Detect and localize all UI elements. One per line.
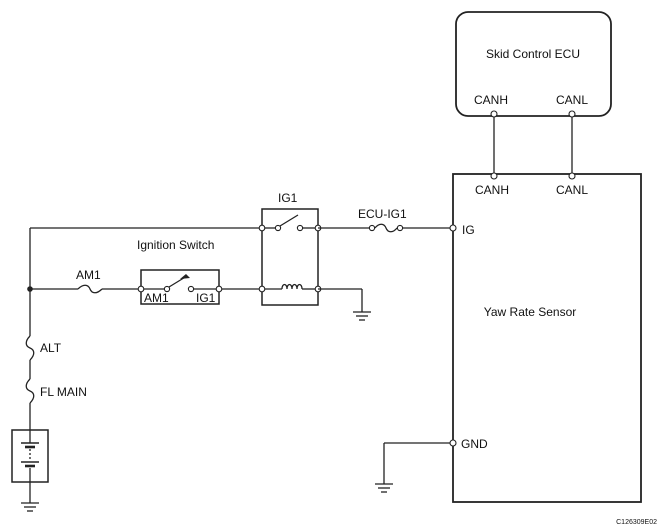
sensor-gnd-terminal bbox=[449, 439, 457, 447]
switch-ig1-pin-label: IG1 bbox=[196, 291, 216, 305]
fl-main-fuse-label: FL MAIN bbox=[40, 385, 87, 399]
ecu-ig1-fuse-symbol bbox=[374, 223, 398, 233]
relay-contact-arm bbox=[279, 214, 299, 227]
sensor-gnd-label: GND bbox=[461, 437, 488, 451]
switch-terminal-right bbox=[215, 285, 223, 293]
relay-coil-symbol bbox=[281, 283, 303, 290]
ecu-ig1-fuse-label: ECU-IG1 bbox=[358, 207, 407, 221]
ignition-switch-key-icon bbox=[180, 274, 190, 279]
ignition-switch-title: Ignition Switch bbox=[137, 238, 214, 252]
relay-terminal-bottom-left bbox=[258, 285, 266, 293]
relay-terminal-top-left bbox=[258, 224, 266, 232]
sensor-canl-terminal bbox=[568, 172, 576, 180]
alt-fuse-symbol bbox=[25, 335, 35, 361]
yaw-rate-sensor-title: Yaw Rate Sensor bbox=[484, 305, 577, 319]
switch-terminal-left bbox=[137, 285, 145, 293]
ecu-canl-label: CANL bbox=[556, 93, 588, 107]
ig1-relay-label: IG1 bbox=[278, 191, 298, 205]
ecu-canl-terminal bbox=[568, 110, 576, 118]
bus-junction-dot bbox=[27, 286, 33, 292]
sensor-canh-label: CANH bbox=[475, 183, 509, 197]
am1-fuse-label: AM1 bbox=[76, 268, 101, 282]
sensor-canl-label: CANL bbox=[556, 183, 588, 197]
figure-code: C126309E02 bbox=[616, 519, 657, 526]
ecu-canh-label: CANH bbox=[474, 93, 508, 107]
sensor-canh-terminal bbox=[490, 172, 498, 180]
am1-fuse-symbol bbox=[77, 284, 103, 294]
relay-contact-terminal-left bbox=[274, 224, 282, 232]
ig1-relay-box bbox=[261, 208, 319, 306]
yaw-rate-sensor-box bbox=[452, 173, 642, 503]
relay-contact-terminal-right bbox=[296, 224, 304, 232]
skid-control-ecu-title: Skid Control ECU bbox=[486, 47, 580, 61]
ecu-canh-terminal bbox=[490, 110, 498, 118]
ignition-switch-in-terminal bbox=[163, 285, 171, 293]
sensor-ig-terminal bbox=[449, 224, 457, 232]
fl-main-fuse-symbol bbox=[25, 378, 35, 404]
alt-fuse-label: ALT bbox=[40, 341, 62, 355]
skid-control-ecu-box bbox=[455, 11, 612, 117]
switch-am1-pin-label: AM1 bbox=[144, 291, 169, 305]
ecu-ig1-fuse-terminal-right bbox=[396, 224, 404, 232]
sensor-ig-label: IG bbox=[462, 223, 475, 237]
ecu-ig1-fuse-terminal-left bbox=[368, 224, 376, 232]
ignition-switch-out-terminal bbox=[187, 285, 195, 293]
